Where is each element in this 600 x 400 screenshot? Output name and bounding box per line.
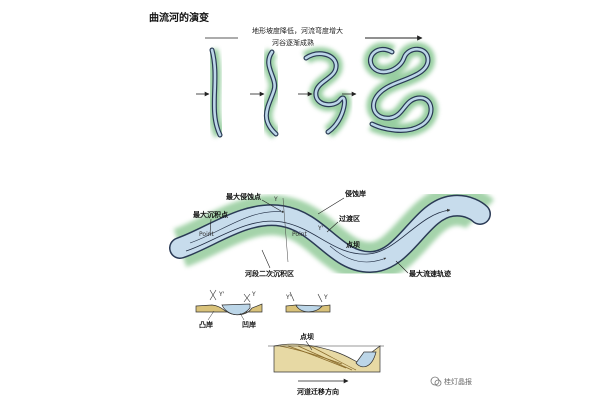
page-title: 曲流河的演变 [149,11,209,24]
svg-text:Y': Y' [285,294,292,301]
watermark-text: 桂灯晶报 [444,377,472,386]
label-concave-bank: 凹岸 [242,320,256,329]
top-caption-line2: 河谷逐渐成熟 [272,38,314,47]
svg-text:Point: Point [292,231,308,238]
top-caption-line1: 地形坡度降低，河流弯度增大 [252,26,343,35]
stage-2-sinuous-river [250,48,281,139]
cross-section-center: Y' Y [285,291,331,313]
svg-text:Y': Y' [317,225,324,232]
svg-text:Y: Y [251,291,256,298]
label-max-erosion-point: 最大侵蚀点 [226,192,261,201]
svg-text:Y: Y [323,294,328,301]
watermark-icon [430,376,440,386]
label-migration-direction: 河道迁移方向 [297,387,339,396]
cross-section-point-bar [268,343,384,373]
label-secondary-deposition: 河段二次沉积区 [245,269,294,278]
stage-1-straight-river [196,47,226,138]
stage-4-mature-meander [342,42,438,138]
watermark: 桂灯晶报 [430,376,472,387]
cross-section-left: Y' Y [195,289,263,321]
svg-text:Y: Y [273,196,278,203]
meander-plan-view: Point Point Y Y' [169,185,495,283]
svg-text:Point: Point [199,231,215,238]
label-max-deposition-point: 最大沉积点 [193,210,228,219]
label-transition-zone: 过渡区 [339,214,360,223]
label-erosion-bank: 侵蚀岸 [344,189,366,198]
label-point-bar-bottom: 点坝 [300,332,314,341]
stage-3-meandering-river [298,47,351,138]
label-point-bar-middle: 点坝 [346,240,360,249]
label-max-velocity-track: 最大流速轨迹 [409,269,451,278]
svg-text:Y': Y' [218,291,225,298]
label-convex-bank: 凸岸 [199,320,213,329]
